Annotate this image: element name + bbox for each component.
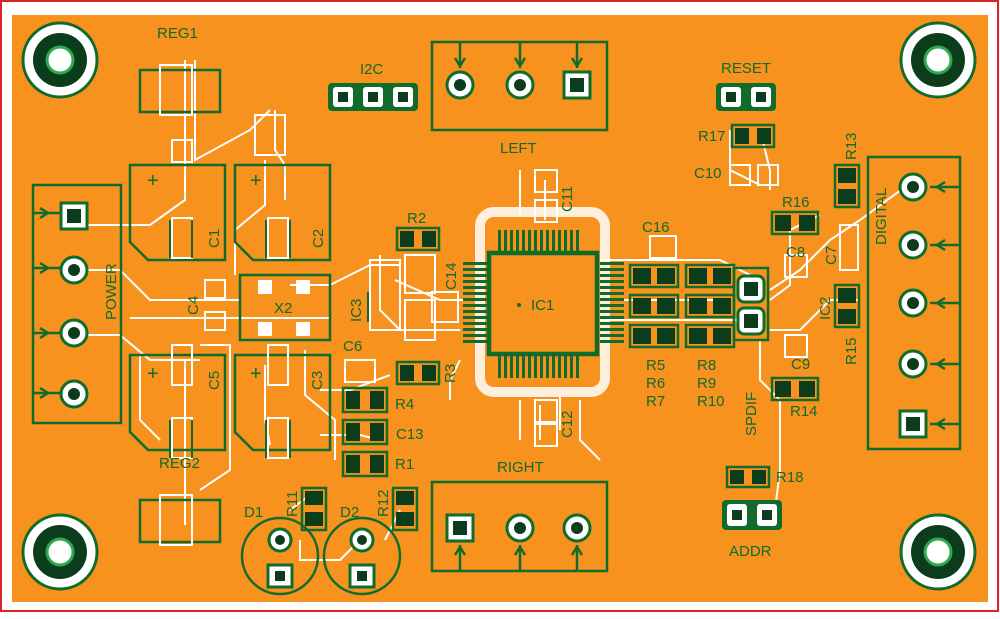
label-r15: R15 xyxy=(843,337,860,365)
label-r5: R5 xyxy=(646,357,665,374)
label-r3: R3 xyxy=(442,364,459,383)
label-r4: R4 xyxy=(395,396,414,413)
label-r2: R2 xyxy=(407,210,426,227)
label-i2c: I2C xyxy=(360,61,384,78)
label-c5: C5 xyxy=(206,371,223,390)
label-reset: RESET xyxy=(721,60,771,77)
label-r17: R17 xyxy=(698,128,726,145)
label-r10: R10 xyxy=(697,393,725,410)
label-c14: C14 xyxy=(443,262,460,290)
plus-mark-c1: + xyxy=(147,170,159,192)
smd-pads xyxy=(159,64,859,546)
label-ic1: IC1 xyxy=(531,297,554,314)
label-c1: C1 xyxy=(206,229,223,248)
plus-mark-c2: + xyxy=(250,170,262,192)
cap-pad-lines xyxy=(169,220,369,458)
label-r6: R6 xyxy=(646,375,665,392)
labels: LEFT RIGHT POWER DIGITAL I2C RESET ADDR … xyxy=(103,25,890,560)
label-r13: R13 xyxy=(843,132,860,160)
label-d2: D2 xyxy=(340,504,359,521)
label-c2: C2 xyxy=(310,229,327,248)
mounting-hole-bottom-left xyxy=(21,513,99,591)
label-x2: X2 xyxy=(274,300,292,317)
plus-mark-c3: + xyxy=(250,363,262,385)
resistor-pads xyxy=(305,128,856,526)
label-spdif: SPDIF xyxy=(743,392,760,436)
c5-outline xyxy=(128,353,227,452)
label-r7: R7 xyxy=(646,393,665,410)
label-ic3: IC3 xyxy=(348,299,365,322)
mounting-hole-top-right xyxy=(899,21,977,99)
power-connector-outline xyxy=(31,183,123,425)
label-r18: R18 xyxy=(776,469,804,486)
label-left: LEFT xyxy=(500,140,537,157)
label-r14: R14 xyxy=(790,403,818,420)
label-c11: C11 xyxy=(559,186,576,212)
label-r12: R12 xyxy=(375,489,392,517)
label-c3: C3 xyxy=(309,371,326,390)
label-c12: C12 xyxy=(559,410,576,438)
label-ic2: IC2 xyxy=(817,297,834,320)
label-reg1: REG1 xyxy=(157,25,198,42)
label-addr: ADDR xyxy=(729,543,772,560)
label-c6: C6 xyxy=(343,338,362,355)
c1-outline xyxy=(128,163,227,262)
label-power: POWER xyxy=(103,263,120,320)
label-c16: C16 xyxy=(642,219,670,236)
plus-mark-c5: + xyxy=(147,363,159,385)
mounting-hole-top-left xyxy=(21,21,99,99)
label-r16: R16 xyxy=(782,194,810,211)
label-right: RIGHT xyxy=(497,459,544,476)
ic1-footprint xyxy=(463,207,624,397)
label-c7: C7 xyxy=(823,246,840,265)
label-reg2: REG2 xyxy=(159,455,200,472)
x2-outline xyxy=(238,273,332,342)
label-r9: R9 xyxy=(697,375,716,392)
d2-outline xyxy=(322,516,402,596)
label-r1: R1 xyxy=(395,456,414,473)
label-c13: C13 xyxy=(396,426,424,443)
label-r11: R11 xyxy=(284,491,301,517)
through-hole-pads xyxy=(59,70,928,589)
label-c8: C8 xyxy=(786,244,805,261)
label-d1: D1 xyxy=(244,504,263,521)
d1-outline xyxy=(240,516,320,596)
label-c10: C10 xyxy=(694,165,722,182)
c3-outline xyxy=(233,353,332,452)
mounting-hole-bottom-right xyxy=(899,513,977,591)
label-c4: C4 xyxy=(185,296,202,315)
label-r8: R8 xyxy=(697,357,716,374)
label-digital: DIGITAL xyxy=(873,188,890,245)
label-c9: C9 xyxy=(791,356,810,373)
c2-outline xyxy=(233,163,332,262)
